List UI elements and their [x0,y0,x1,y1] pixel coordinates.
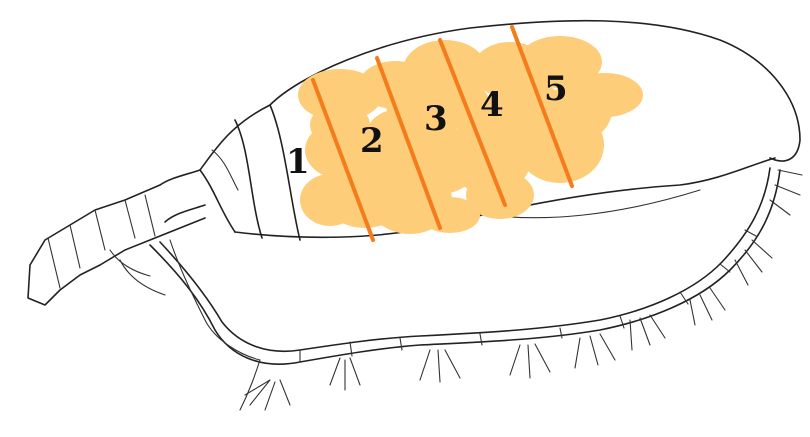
egg-mass [298,36,643,234]
segment-label-3: 3 [424,99,448,139]
segment-label-5: 5 [544,69,568,109]
segment-label-2: 2 [360,121,384,161]
segment-label-4: 4 [480,85,504,125]
segment-label-1: 1 [286,142,310,182]
